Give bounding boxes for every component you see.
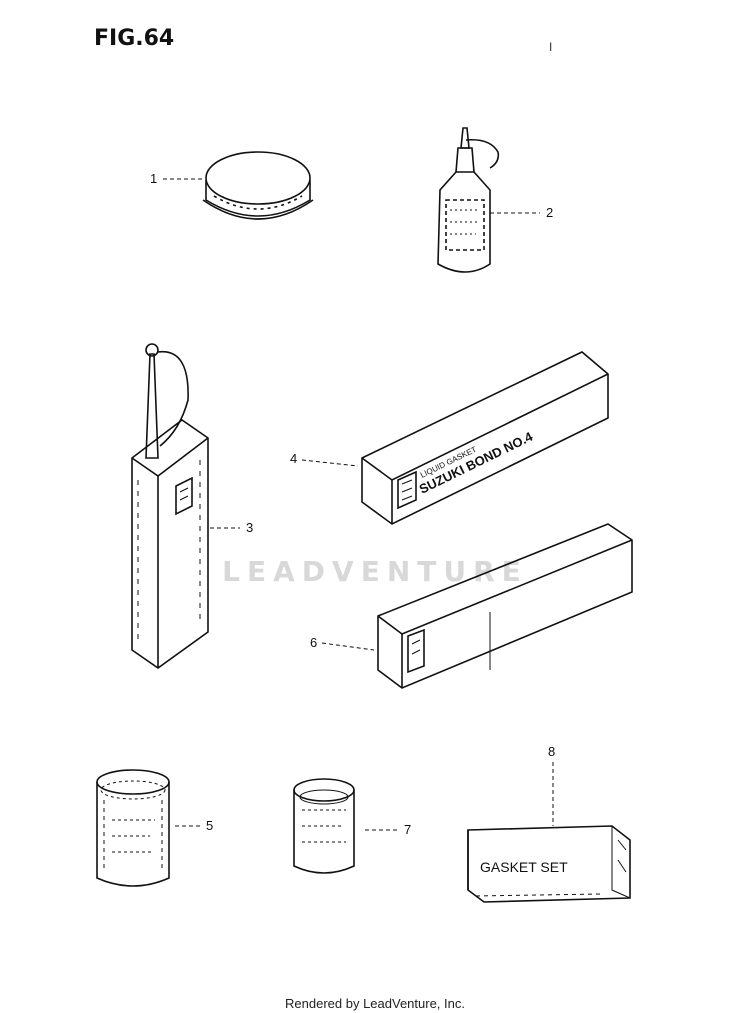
part-5-can[interactable]: [96, 769, 170, 887]
gasket-set-label: GASKET SET: [480, 859, 568, 875]
part-3-can[interactable]: [131, 343, 209, 669]
callout-4: 4: [290, 451, 297, 466]
callout-1: 1: [150, 171, 157, 186]
callout-6: 6: [310, 635, 317, 650]
callout-2: 2: [546, 205, 553, 220]
part-6-box[interactable]: [377, 523, 633, 689]
page-mark: I: [549, 40, 553, 54]
footer-credit: Rendered by LeadVenture, Inc.: [285, 996, 465, 1011]
watermark: LEADVENTURE: [222, 555, 528, 588]
callout-5: 5: [206, 818, 213, 833]
part-4-bond-box[interactable]: [361, 351, 609, 525]
callout-labels: 1 2 3 4 5 6 7 8: [150, 171, 555, 837]
part-1-cap[interactable]: [202, 151, 314, 220]
callout-7: 7: [404, 822, 411, 837]
leader-lines: [163, 178, 554, 831]
package-text: LIQUID GASKET SUZUKI BOND NO.4 GASKET SE…: [417, 428, 568, 875]
callout-3: 3: [246, 520, 253, 535]
part-8-gasket-set[interactable]: [467, 825, 631, 903]
callout-8: 8: [548, 744, 555, 759]
figure-title: FIG.64: [94, 26, 175, 51]
part-7-can[interactable]: [293, 778, 355, 874]
part-2-bottle[interactable]: [437, 127, 500, 273]
